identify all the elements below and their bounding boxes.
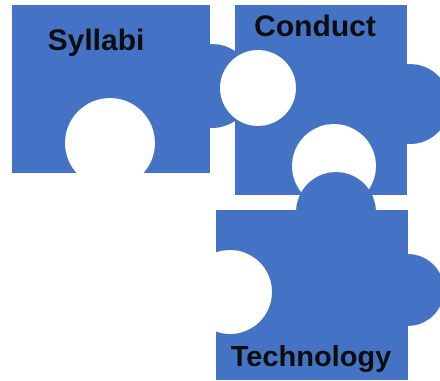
piece-label-syllabi: Syllabi xyxy=(48,24,145,57)
piece-tab-right xyxy=(372,254,440,326)
piece-blank-left xyxy=(220,50,296,126)
piece-tab-right xyxy=(370,64,440,144)
piece-label-conduct: Conduct xyxy=(254,10,376,43)
piece-blank-bottom xyxy=(65,98,155,188)
puzzle-piece-syllabi: Syllabi xyxy=(12,5,254,188)
piece-label-technology: Technology xyxy=(231,341,392,373)
piece-tab-top xyxy=(296,172,376,252)
puzzle-piece-technology: Technology xyxy=(188,172,440,380)
piece-blank-left xyxy=(188,250,272,334)
